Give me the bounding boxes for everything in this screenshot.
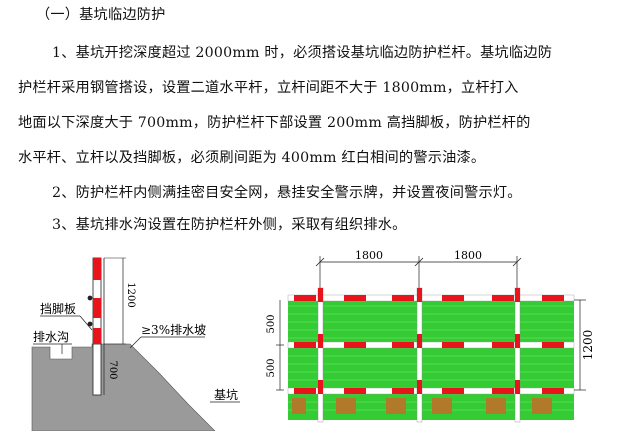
rail-node (87, 321, 93, 327)
safety-net-bottom (288, 394, 574, 420)
dim-total: 1200 (581, 330, 595, 361)
post-embedded-part (92, 342, 102, 396)
rail-node (87, 295, 93, 301)
dim-span-2: 1800 (454, 249, 482, 262)
dim-row-1: 500 (266, 314, 277, 333)
post-red-band (93, 328, 101, 344)
paragraph-line-1: 1、基坑开挖深度超过 2000mm 时，必须搭设基坑临边防护栏杆。基坑临边防 (52, 45, 553, 61)
post-2 (416, 287, 423, 423)
middle-rail (287, 341, 575, 349)
toe-board (292, 398, 552, 414)
dim-embed-label: 700 (107, 360, 118, 379)
post-1 (317, 287, 324, 423)
lower-rail (287, 387, 575, 395)
paragraph-line-3: 地面以下深度大于 700mm，防护栏杆下部设置 200mm 高挡脚板，防护栏杆的 (18, 115, 531, 131)
label-pit: 基坑 (214, 387, 238, 402)
section-heading: （一）基坑临边防护 (36, 7, 166, 23)
net-texture (288, 305, 574, 411)
label-slope: ≥3%排水坡 (141, 323, 206, 337)
post-red-band (93, 298, 101, 318)
paragraph-line-6: 3、基坑排水沟设置在防护栏杆外侧，采取有组织排水。 (52, 217, 407, 233)
label-drain: 排水沟 (33, 330, 69, 344)
ground-profile (31, 343, 216, 431)
safety-net-lower (288, 348, 574, 388)
post-red-band (93, 258, 101, 280)
paragraph-line-2: 护栏杆采用钢管搭设，设置二道水平杆，立杆间距不大于 1800mm，立杆打入 (18, 80, 519, 96)
safety-net-upper (288, 298, 574, 344)
top-rail (287, 294, 575, 302)
railing-section-diagram: 1200 700 挡脚板 排水沟 ≥3%排水坡 基坑 (31, 257, 240, 431)
paragraph-line-5: 2、防护栏杆内侧满挂密目安全网，悬挂安全警示牌，并设置夜间警示灯。 (52, 185, 522, 201)
paragraph-line-4: 水平杆、立杆以及挡脚板，必须刷间距为 400mm 红白相间的警示油漆。 (18, 150, 486, 166)
dim-row-2: 500 (266, 358, 277, 377)
railing-elevation-diagram: 1800 1800 (266, 249, 595, 423)
dim-height-label: 1200 (125, 282, 136, 307)
post-3 (514, 287, 521, 423)
label-toe-board: 挡脚板 (40, 301, 76, 316)
dim-span-1: 1800 (355, 249, 383, 262)
